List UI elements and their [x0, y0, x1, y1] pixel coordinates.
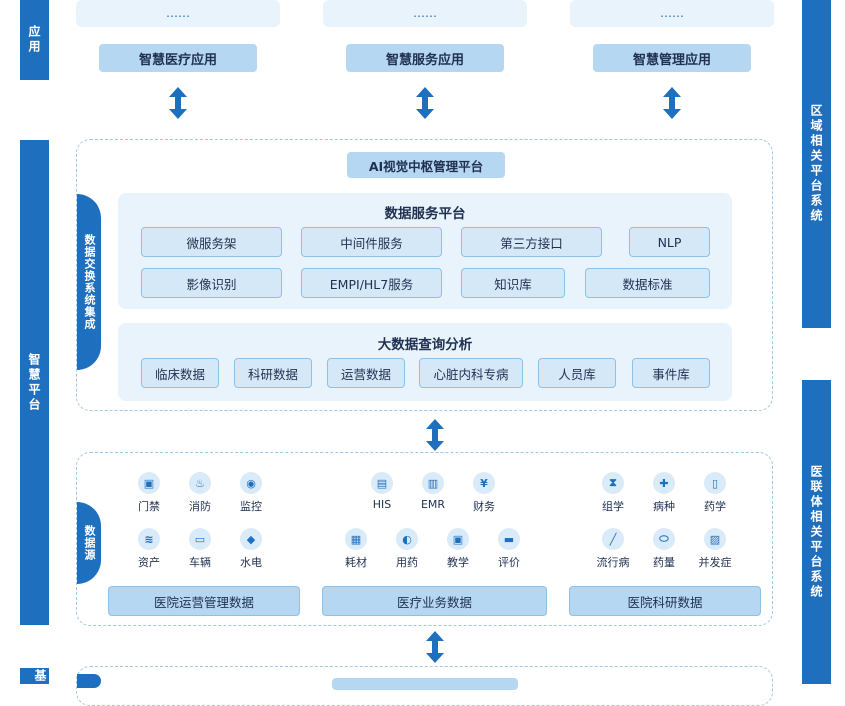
source-item-his[interactable]: ▤HIS	[358, 472, 406, 514]
chip-research-data[interactable]: 科研数据	[234, 358, 312, 388]
source-item-pharmacy[interactable]: ▯药学	[691, 472, 739, 514]
fire-icon: ♨	[189, 472, 211, 494]
layers-icon: ≋	[138, 528, 160, 550]
data-exchange-label: 数据交换系统集成	[77, 194, 101, 370]
door-icon: ▣	[138, 472, 160, 494]
chip-third-party-api[interactable]: 第三方接口	[461, 227, 602, 257]
left-bar-smart-platform: 智慧平台	[20, 140, 49, 625]
app-smart-medical[interactable]: 智慧医疗应用	[99, 44, 257, 72]
source-item-teaching[interactable]: ▣教学	[434, 528, 482, 570]
right-bar-regional: 区域相关平台系统	[802, 0, 831, 328]
top-box-1: ……	[76, 0, 280, 27]
source-item-dosage[interactable]: ⬭药量	[640, 528, 688, 570]
right-bar-medical-alliance: 医联体相关平台系统	[802, 380, 831, 684]
ops-icon-row-2: ≋资产 ▭车辆 ◆水电	[125, 528, 275, 570]
source-research-button[interactable]: 医院科研数据	[569, 586, 761, 616]
top-box-2: ……	[323, 0, 527, 27]
hourglass-icon: ⧗	[602, 472, 624, 494]
source-item-emr[interactable]: ▥EMR	[409, 472, 457, 514]
syringe-icon: ╱	[602, 528, 624, 550]
source-clinical-button[interactable]: 医疗业务数据	[322, 586, 547, 616]
double-arrow-icon	[663, 87, 681, 119]
chip-cardiology[interactable]: 心脏内科专病	[419, 358, 523, 388]
chip-operation-data[interactable]: 运营数据	[327, 358, 405, 388]
his-doc-icon: ▤	[371, 472, 393, 494]
source-item-complication[interactable]: ▨并发症	[691, 528, 739, 570]
big-data-title: 大数据查询分析	[377, 337, 473, 353]
base-title-bar	[332, 678, 518, 690]
supply-icon: ▦	[345, 528, 367, 550]
car-icon: ▭	[189, 528, 211, 550]
chip-knowledge-base[interactable]: 知识库	[461, 268, 565, 298]
top-box-3: ……	[570, 0, 774, 27]
source-item-supply[interactable]: ▦耗材	[332, 528, 380, 570]
source-item-asset[interactable]: ≋资产	[125, 528, 173, 570]
money-bag-icon: ¥	[473, 472, 495, 494]
double-arrow-icon	[169, 87, 187, 119]
source-item-evaluation[interactable]: ▬评价	[485, 528, 533, 570]
clinical-icon-row-1: ▤HIS ▥EMR ¥财务	[358, 472, 508, 514]
source-item-monitor[interactable]: ◉监控	[227, 472, 275, 514]
left-bar-app: 应用	[20, 0, 49, 80]
double-arrow-icon	[426, 631, 444, 663]
chip-clinical-data[interactable]: 临床数据	[141, 358, 219, 388]
clinical-icon-row-2: ▦耗材 ◐用药 ▣教学 ▬评价	[332, 528, 533, 570]
source-item-omics[interactable]: ⧗组学	[589, 472, 637, 514]
chip-empi-hl7[interactable]: EMPI/HL7服务	[301, 268, 442, 298]
source-ops-button[interactable]: 医院运营管理数据	[108, 586, 300, 616]
medkit-icon: ✚	[653, 472, 675, 494]
teach-icon: ▣	[447, 528, 469, 550]
chip-image-recognition[interactable]: 影像识别	[141, 268, 282, 298]
data-service-title: 数据服务平台	[384, 206, 466, 222]
chip-data-standard[interactable]: 数据标准	[585, 268, 710, 298]
source-item-epidemic[interactable]: ╱流行病	[589, 528, 637, 570]
bottle-icon: ▯	[704, 472, 726, 494]
pill-icon: ◐	[396, 528, 418, 550]
comment-icon: ▬	[498, 528, 520, 550]
chip-personnel-db[interactable]: 人员库	[538, 358, 616, 388]
water-drop-icon: ◆	[240, 528, 262, 550]
ai-hub-title[interactable]: AI视觉中枢管理平台	[347, 152, 505, 178]
source-item-fire[interactable]: ♨消防	[176, 472, 224, 514]
research-icon-row-1: ⧗组学 ✚病种 ▯药学	[589, 472, 739, 514]
source-item-finance[interactable]: ¥财务	[460, 472, 508, 514]
left-bar-base: 基	[20, 668, 49, 684]
source-item-disease[interactable]: ✚病种	[640, 472, 688, 514]
camera-icon: ◉	[240, 472, 262, 494]
capsule-icon: ⬭	[653, 528, 675, 550]
app-smart-service[interactable]: 智慧服务应用	[346, 44, 504, 72]
double-arrow-icon	[426, 419, 444, 451]
source-item-door[interactable]: ▣门禁	[125, 472, 173, 514]
app-smart-management[interactable]: 智慧管理应用	[593, 44, 751, 72]
ops-icon-row-1: ▣门禁 ♨消防 ◉监控	[125, 472, 275, 514]
source-item-utility[interactable]: ◆水电	[227, 528, 275, 570]
chip-microservice[interactable]: 微服务架	[141, 227, 282, 257]
double-arrow-icon	[416, 87, 434, 119]
data-source-container	[76, 452, 773, 626]
chart-icon: ▨	[704, 528, 726, 550]
research-icon-row-2: ╱流行病 ⬭药量 ▨并发症	[589, 528, 739, 570]
chip-middleware[interactable]: 中间件服务	[301, 227, 442, 257]
source-item-medication[interactable]: ◐用药	[383, 528, 431, 570]
base-side-label	[77, 674, 101, 688]
source-item-vehicle[interactable]: ▭车辆	[176, 528, 224, 570]
platform-container	[76, 139, 773, 411]
data-source-label: 数据源	[77, 502, 101, 584]
chip-nlp[interactable]: NLP	[629, 227, 710, 257]
emr-doc-icon: ▥	[422, 472, 444, 494]
chip-event-db[interactable]: 事件库	[632, 358, 710, 388]
